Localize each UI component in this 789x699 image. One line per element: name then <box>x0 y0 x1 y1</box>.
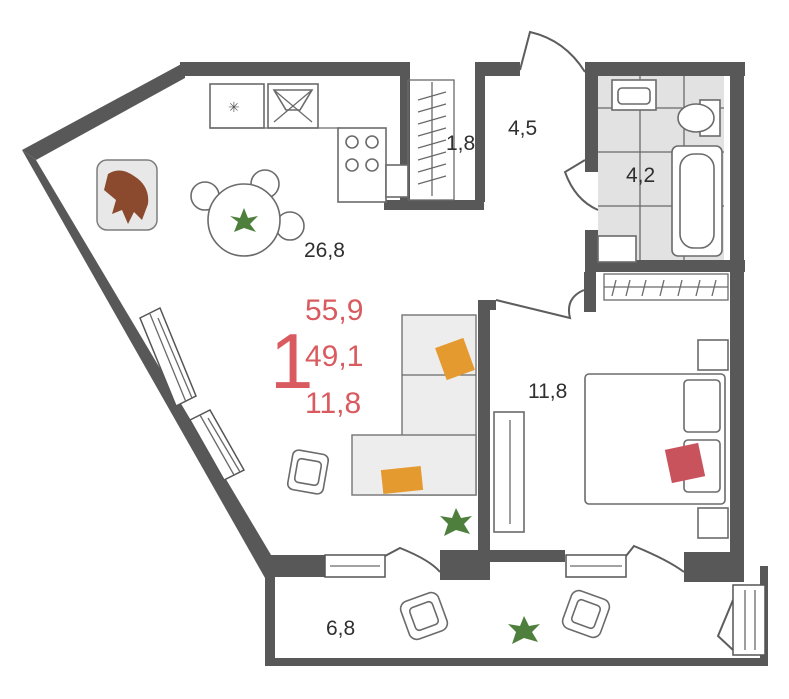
room-area-balcony: 6,8 <box>326 617 355 640</box>
bathtub <box>671 145 723 257</box>
nightstand-top <box>697 339 729 371</box>
tv-stand <box>493 411 525 533</box>
kitchen-area: 11,8 <box>305 387 361 420</box>
dining-table <box>190 169 305 257</box>
balcony-chair-right <box>561 589 611 639</box>
room-area-kitchen-living: 26,8 <box>304 239 345 262</box>
room-area-bedroom: 11,8 <box>528 380 567 403</box>
room-area-bathroom: 4,2 <box>626 164 655 187</box>
plant-icon <box>440 508 472 536</box>
pillow-icon <box>664 442 706 484</box>
dog-icon <box>104 170 149 224</box>
left-window-1 <box>139 306 197 408</box>
cushion-icon <box>380 465 424 495</box>
bathroom-cabinet <box>597 235 637 263</box>
door-swings <box>384 30 734 651</box>
walls <box>22 62 768 666</box>
armchair <box>286 449 330 495</box>
room-area-wardrobe: 1,8 <box>446 132 475 155</box>
dog-bed <box>96 159 158 231</box>
room-area-hallway: 4,5 <box>508 117 537 140</box>
bed <box>584 373 726 505</box>
balcony-plant-icon <box>508 616 540 644</box>
svg-text:✳: ✳ <box>228 100 240 116</box>
bathroom-sink <box>611 79 657 111</box>
balcony-window-right <box>565 554 627 578</box>
living-area: 49,1 <box>305 340 363 373</box>
balcony-side-window <box>732 584 766 656</box>
balcony-chair-left <box>399 591 449 641</box>
plant-dining-icon <box>230 208 258 232</box>
left-window-2 <box>188 409 246 481</box>
nightstand-bottom <box>697 507 729 539</box>
cushion-icon <box>435 337 475 381</box>
total-area: 55,9 <box>305 294 363 327</box>
kitchen-counter: ✳ <box>209 83 409 203</box>
wardrobe-rail <box>407 79 455 201</box>
sofa <box>351 314 477 496</box>
bedroom-wardrobe <box>603 273 729 301</box>
balcony-window-left <box>324 554 386 578</box>
toilet <box>677 99 721 137</box>
rooms-count: 1 <box>270 317 313 405</box>
